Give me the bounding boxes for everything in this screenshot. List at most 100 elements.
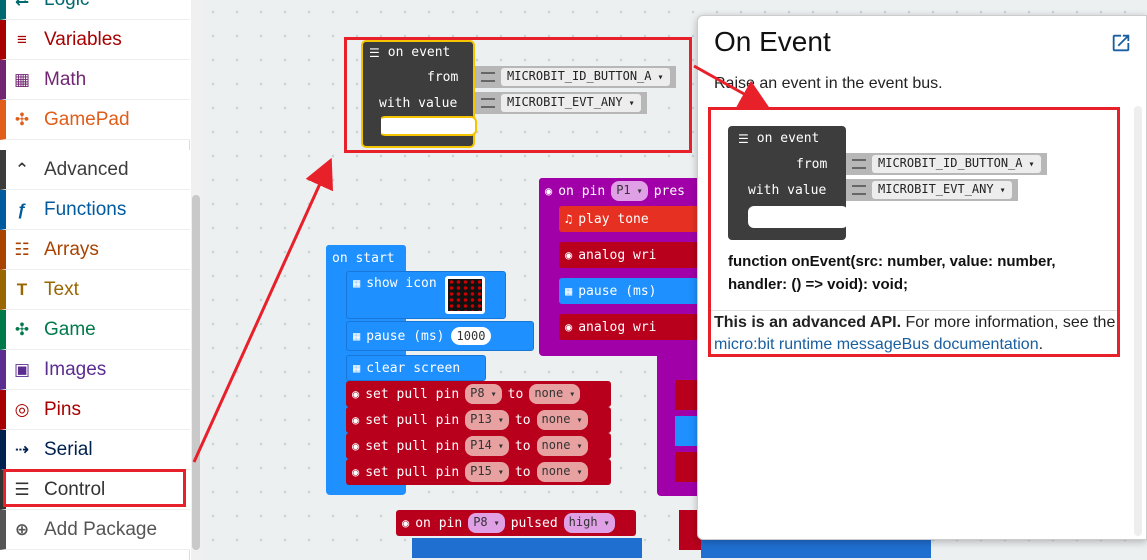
sidebar-item-label: Serial bbox=[44, 438, 93, 460]
flyout-scrollbar[interactable] bbox=[1134, 106, 1142, 536]
advanced-api-note: This is an advanced API. For more inform… bbox=[714, 314, 1116, 353]
sidebar-item-variables[interactable]: ≡ Variables bbox=[0, 20, 190, 60]
enum-icon bbox=[481, 72, 495, 82]
sidebar-item-advanced[interactable]: ⌃Advanced bbox=[0, 150, 190, 190]
function-icon: ƒ bbox=[17, 199, 27, 219]
set-pull-pin-block-2[interactable]: ◉ set pull pin P13 to none bbox=[346, 407, 611, 433]
sidebar-item-logic[interactable]: ⇄Logic bbox=[0, 0, 190, 20]
pull-mode-dropdown[interactable]: none bbox=[536, 462, 588, 482]
pull-mode-dropdown[interactable]: none bbox=[536, 436, 588, 456]
on-pin-header[interactable]: ◉ on pin P1 pres bbox=[539, 178, 699, 204]
nested-block-partial[interactable] bbox=[412, 538, 642, 558]
sidebar-item-text[interactable]: T Text bbox=[0, 270, 190, 310]
play-tone-block[interactable]: ♫ play tone bbox=[559, 206, 699, 232]
grid-icon: ▦ bbox=[353, 329, 361, 343]
highlight-flyout-example bbox=[708, 107, 1120, 357]
sidebar-item-label: Images bbox=[44, 358, 107, 380]
gamepad-icon: ✣ bbox=[14, 319, 30, 339]
highlight-control-category bbox=[3, 469, 186, 507]
math-icon: ▦ bbox=[13, 69, 31, 89]
divider bbox=[710, 310, 1120, 311]
sidebar-item-images[interactable]: ▣Images bbox=[0, 350, 190, 390]
sidebar-item-math[interactable]: ▦ Math bbox=[0, 60, 190, 100]
flyout-title: On Event bbox=[714, 26, 831, 57]
grid-icon: ▦ bbox=[565, 284, 573, 298]
example-value-arg: MICROBIT_EVT_ANY bbox=[846, 179, 1018, 201]
event-header: ☰ on event bbox=[369, 45, 451, 60]
pause-value-field[interactable]: 1000 bbox=[450, 327, 492, 345]
pin-icon: ◉ bbox=[545, 184, 553, 198]
sidebar-item-gamepad[interactable]: ✣GamePad bbox=[0, 100, 190, 140]
sidebar-item-label: Advanced bbox=[44, 158, 129, 180]
pin-dropdown[interactable]: P8 bbox=[468, 513, 505, 533]
pin-icon: ◉ bbox=[352, 465, 360, 479]
sidebar-item-label: Logic bbox=[44, 0, 89, 11]
control-icon: ☰ bbox=[738, 131, 749, 146]
event-source-arg[interactable]: MICROBIT_ID_BUTTON_A bbox=[475, 66, 676, 88]
plus-circle-icon: ⊕ bbox=[14, 519, 30, 539]
enum-icon bbox=[852, 159, 866, 169]
set-pull-pin-block-4[interactable]: ◉ set pull pin P15 to none bbox=[346, 459, 611, 485]
headphones-icon: ♫ bbox=[565, 212, 573, 226]
enum-icon bbox=[852, 185, 866, 195]
pin-dropdown[interactable]: P14 bbox=[465, 436, 509, 456]
sidebar-item-label: Text bbox=[44, 278, 79, 300]
show-icon-block[interactable]: ▦ show icon bbox=[346, 271, 506, 319]
enum-icon bbox=[481, 98, 495, 108]
sidebar-item-label: Pins bbox=[44, 398, 81, 420]
grid-icon: ▦ bbox=[353, 361, 361, 375]
pull-mode-dropdown[interactable]: none bbox=[536, 410, 588, 430]
led-grid-icon bbox=[447, 279, 482, 311]
pin-icon: ◉ bbox=[352, 387, 360, 401]
sidebar-item-serial[interactable]: ⇢ Serial bbox=[0, 430, 190, 470]
sidebar-item-arrays[interactable]: ☷ Arrays bbox=[0, 230, 190, 270]
control-icon: ☰ bbox=[369, 45, 380, 60]
on-pin-pulsed-header[interactable]: ◉ on pin P8 pulsed high bbox=[396, 510, 636, 536]
help-flyout: On Event Raise an event in the event bus… bbox=[697, 15, 1147, 540]
pin-icon: ◉ bbox=[352, 439, 360, 453]
sidebar-item-label: GamePad bbox=[44, 108, 130, 130]
external-link-icon[interactable] bbox=[1110, 32, 1132, 54]
set-pull-pin-block-3[interactable]: ◉ set pull pin P14 to none bbox=[346, 433, 611, 459]
sidebar-item-label: Variables bbox=[44, 28, 122, 50]
sidebar-item-game[interactable]: ✣ Game bbox=[0, 310, 190, 350]
text-icon: T bbox=[16, 279, 28, 299]
pin-dropdown[interactable]: P15 bbox=[465, 462, 509, 482]
analog-write-block-2[interactable]: ◉ analog wri bbox=[559, 314, 699, 340]
sidebar-item-pins[interactable]: ◎Pins bbox=[0, 390, 190, 430]
pin-icon: ◉ bbox=[565, 320, 573, 334]
grid-icon: ▦ bbox=[353, 276, 361, 290]
pull-mode-dropdown[interactable]: none bbox=[529, 384, 581, 404]
toolbox-scrollbar[interactable] bbox=[191, 0, 201, 560]
pause-ms-block[interactable]: ▦ pause (ms) 1000 bbox=[346, 321, 534, 351]
analog-write-block[interactable]: ◉ analog wri bbox=[559, 242, 699, 268]
pin-icon: ◉ bbox=[402, 516, 410, 530]
toolbox-sidebar: ⇄Logic≡Variables▦Math✣GamePad⌃AdvancedƒF… bbox=[0, 0, 190, 560]
sidebar-item-label: Arrays bbox=[44, 238, 99, 260]
usb-icon: ⇢ bbox=[14, 439, 30, 459]
pin-dropdown[interactable]: P8 bbox=[465, 384, 502, 404]
pin-dropdown[interactable]: P13 bbox=[465, 410, 509, 430]
level-dropdown[interactable]: high bbox=[563, 513, 615, 533]
sidebar-item-label: Add Package bbox=[44, 518, 158, 540]
sidebar-item-label: Math bbox=[44, 68, 87, 90]
event-source-dropdown[interactable]: MICROBIT_ID_BUTTON_A bbox=[501, 68, 670, 86]
sidebar-item-add-package[interactable]: ⊕ Add Package bbox=[0, 510, 190, 550]
sidebar-item-label: Control bbox=[44, 478, 106, 500]
icon-picker[interactable] bbox=[444, 276, 485, 314]
function-signature: function onEvent(src: number, value: num… bbox=[728, 253, 1056, 293]
on-start-header[interactable]: on start bbox=[326, 245, 406, 271]
list-icon: ☷ bbox=[14, 239, 30, 259]
messagebus-docs-link[interactable]: micro:bit runtime messageBus documentati… bbox=[714, 336, 1039, 353]
clear-screen-block[interactable]: ▦ clear screen bbox=[346, 355, 486, 381]
event-value-dropdown[interactable]: MICROBIT_EVT_ANY bbox=[501, 94, 641, 112]
pin-dropdown[interactable]: P1 bbox=[611, 181, 648, 201]
pause-block[interactable]: ▦ pause (ms) bbox=[559, 278, 699, 304]
set-pull-pin-block-1[interactable]: ◉ set pull pin P8 to none bbox=[346, 381, 611, 407]
variables-icon: ≡ bbox=[17, 29, 27, 49]
event-value-arg[interactable]: MICROBIT_EVT_ANY bbox=[475, 92, 647, 114]
example-source-arg: MICROBIT_ID_BUTTON_A bbox=[846, 153, 1047, 175]
sidebar-item-label: Game bbox=[44, 318, 96, 340]
toolbox-scroll-thumb[interactable] bbox=[192, 195, 200, 550]
